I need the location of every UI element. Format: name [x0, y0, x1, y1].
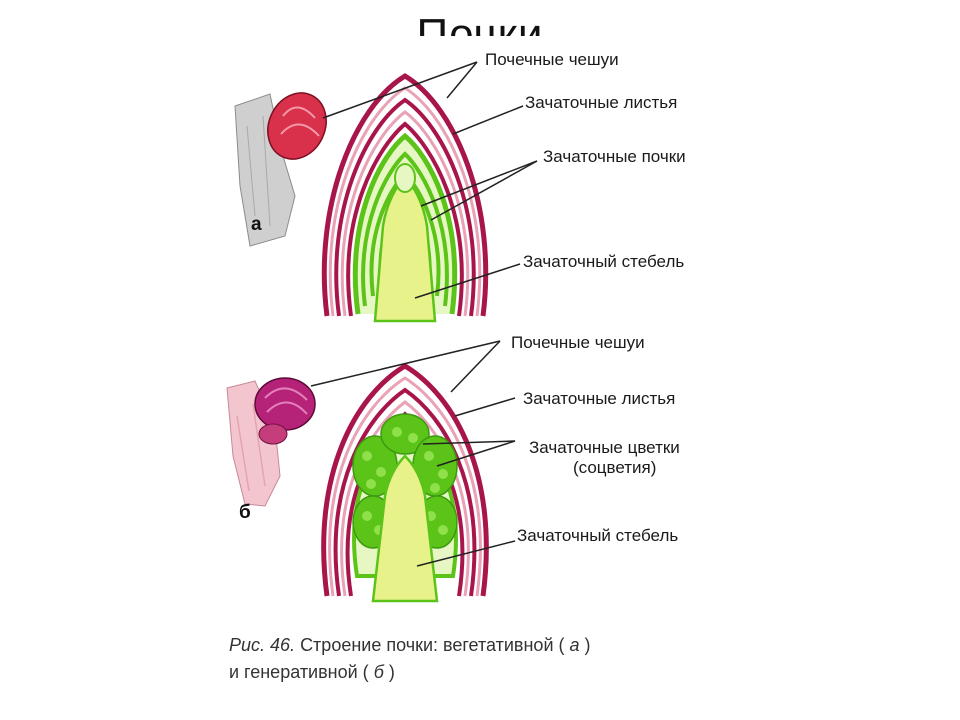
bud-scales-b: [321, 363, 489, 597]
label-stem-a: Зачаточный стебель: [523, 252, 684, 271]
apical-bud-a: [394, 163, 416, 193]
leader-lines-a: [322, 61, 538, 299]
caption-letter-b: б: [374, 662, 385, 682]
label-leaves-b: Зачаточные листья: [523, 389, 675, 408]
caption-text-2: ): [585, 635, 591, 655]
svg-text:Рис. 46. Строение почки: Рис. 46. Строение почки: вегетативной ( …: [229, 635, 591, 655]
generative-bud-figure: б: [226, 333, 680, 603]
label-stem-b: Зачаточный стебель: [517, 526, 678, 545]
twig-with-bud-a: [234, 92, 327, 247]
bud-structure-figure: а Почечные чешуи Зачаточн: [215, 36, 775, 696]
caption-text-1: Строение почки: вегетативной (: [300, 635, 564, 655]
small-bud-b: [254, 377, 316, 431]
svg-text:и генеративной ( б: и генеративной ( б ): [229, 662, 395, 682]
caption-text-4: ): [389, 662, 395, 682]
label-scales-b: Почечные чешуи: [511, 333, 645, 352]
small-bud-a: [267, 92, 327, 160]
label-leaves-a: Зачаточные листья: [525, 93, 677, 112]
leader-lines-b: [310, 340, 516, 567]
label-inflorescence-b: (соцветия): [573, 458, 656, 477]
letter-b: б: [239, 502, 251, 523]
bud-diagram: а Почечные чешуи Зачаточн: [226, 50, 686, 682]
label-scales-a: Почечные чешуи: [485, 50, 619, 69]
twig-with-bud-b: [226, 377, 316, 507]
caption-letter-a: а: [570, 635, 580, 655]
caption-text-3: и генеративной (: [229, 662, 369, 682]
figure-caption: Рис. 46. Строение почки: вегетативной ( …: [229, 635, 591, 682]
vegetative-bud-figure: а Почечные чешуи Зачаточн: [234, 50, 686, 323]
label-buds-a: Зачаточные почки: [543, 147, 686, 166]
letter-a: а: [251, 214, 262, 235]
label-flowers-b: Зачаточные цветки: [529, 438, 680, 457]
caption-fig-ref: Рис. 46.: [229, 635, 295, 655]
